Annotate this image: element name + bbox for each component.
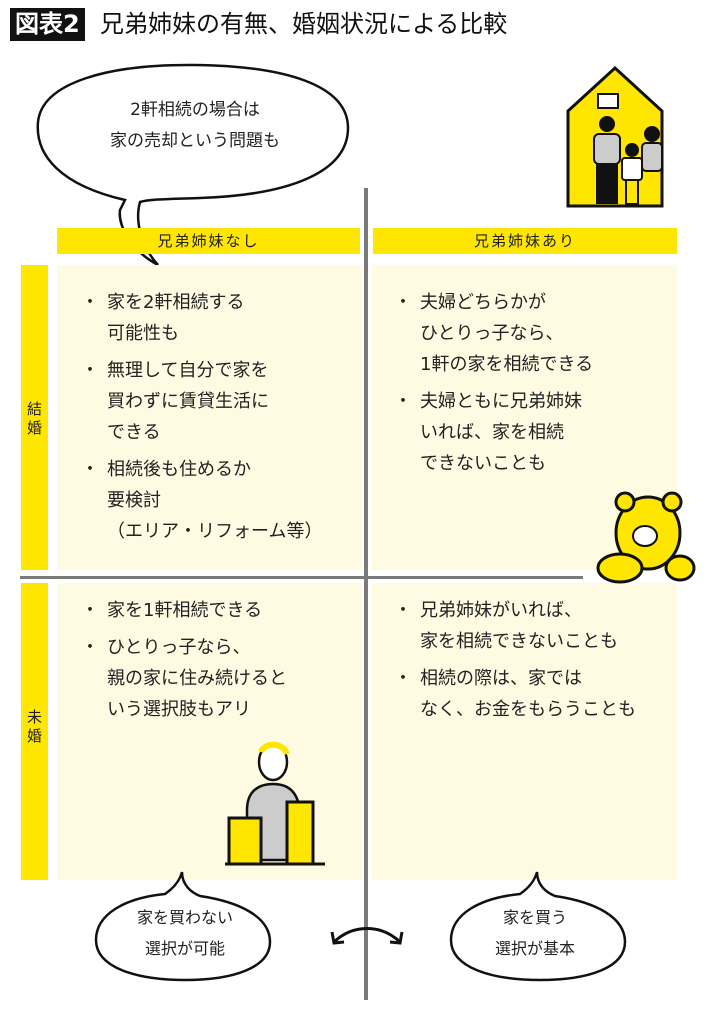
list-item: 兄弟姉妹がいれば、 家を相続できないことも: [394, 595, 677, 657]
column-header-with-siblings: 兄弟姉妹あり: [373, 228, 677, 254]
person-buildings-illustration: [225, 741, 325, 866]
page-title: 兄弟姉妹の有無、婚姻状況による比較: [100, 10, 508, 38]
cell-married-no-siblings: 家を2軒相続する 可能性も 無理して自分で家を 買わずに賃貸生活に できる 相続…: [57, 265, 362, 570]
list-item: 夫婦どちらかが ひとりっ子なら、 1軒の家を相続できる: [394, 287, 677, 380]
bottom-left-bubble-text: 家を買わない 選択が可能: [136, 908, 233, 958]
cell-married-with-siblings: 夫婦どちらかが ひとりっ子なら、 1軒の家を相続できる 夫婦ともに兄弟姉妹 いれ…: [372, 265, 677, 570]
speech-bubble-bottom-right: [449, 871, 627, 982]
list-item: 家を2軒相続する 可能性も: [81, 287, 362, 349]
double-arrow-icon: [330, 927, 404, 945]
list-item: 家を1軒相続できる: [81, 595, 362, 626]
top-bubble-text: 2軒相続の場合は 家の売却という問題も: [110, 100, 280, 151]
horizontal-divider: [20, 576, 583, 579]
vertical-divider: [364, 188, 368, 1000]
figure-tag: 図表2: [10, 8, 85, 41]
list-item: 相続後も住めるか 要検討 （エリア・リフォーム等）: [81, 454, 362, 547]
list-item: 夫婦ともに兄弟姉妹 いれば、家を相続 できないことも: [394, 386, 677, 479]
cell-unmarried-with-siblings: 兄弟姉妹がいれば、 家を相続できないことも 相続の際は、家では なく、お金をもら…: [372, 583, 677, 880]
row-label-unmarried-text: 未婚: [26, 708, 42, 745]
row-label-married-text: 結婚: [26, 400, 42, 437]
teddy-bear-illustration: [596, 491, 696, 584]
list-item: 相続の際は、家では なく、お金をもらうことも: [394, 663, 677, 725]
column-header-no-siblings: 兄弟姉妹なし: [57, 228, 360, 254]
family-house-illustration: [566, 66, 664, 208]
list-item: ひとりっ子なら、 親の家に住み続けると いう選択肢もアリ: [81, 632, 362, 725]
row-label-unmarried: 未婚: [21, 583, 48, 880]
list-item: 無理して自分で家を 買わずに賃貸生活に できる: [81, 355, 362, 448]
row-label-married: 結婚: [21, 265, 48, 570]
speech-bubble-bottom-left: [94, 871, 272, 982]
bottom-right-bubble-text: 家を買う 選択が基本: [494, 908, 575, 958]
